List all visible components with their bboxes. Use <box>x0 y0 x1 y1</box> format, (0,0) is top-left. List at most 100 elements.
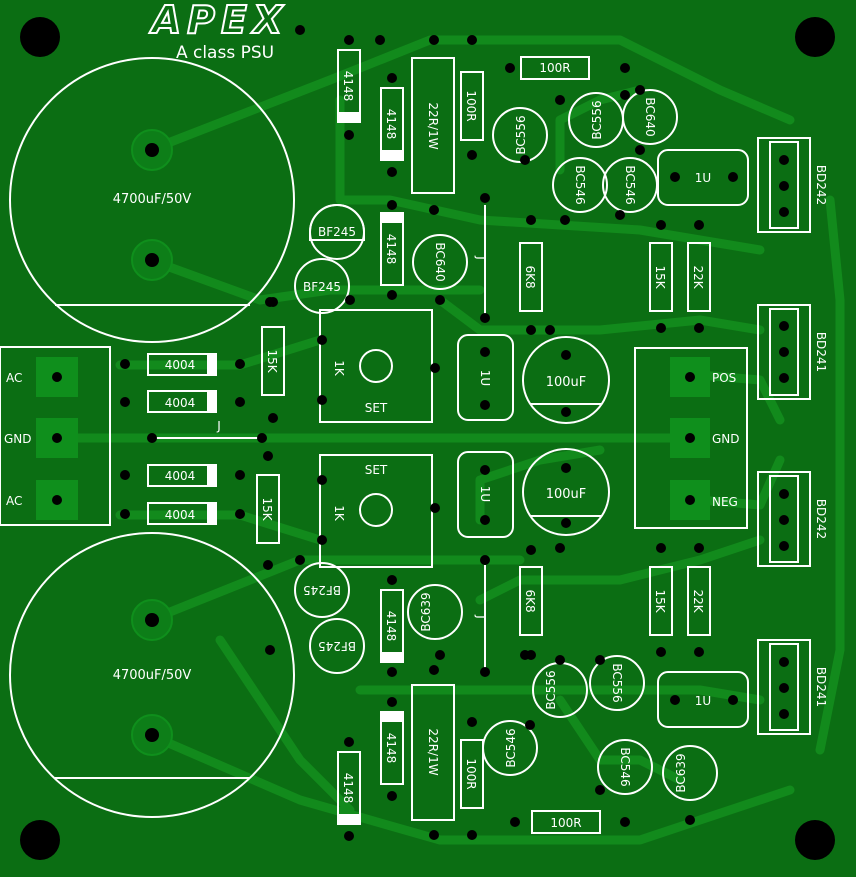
transistor-label: BC546 <box>618 747 632 786</box>
jumper-label: J <box>474 614 488 619</box>
film-capacitor: 1U <box>657 671 749 728</box>
transistor-bc556: BC556 <box>492 107 548 163</box>
resistor: 15K <box>649 543 673 657</box>
diode-label: 4004 <box>165 469 196 483</box>
output-terminal: POS GND NEG <box>634 347 748 529</box>
transistor-bc546: BC546 <box>602 157 658 213</box>
transistor-label: BC556 <box>610 663 624 702</box>
transistor-label: BC640 <box>433 242 447 281</box>
diode-label: 4148 <box>384 611 398 642</box>
jumper: J <box>474 193 490 323</box>
resistor: 6K8 <box>519 215 543 335</box>
resistor-label: 100R <box>550 816 581 830</box>
transistor-bf245: BF245 <box>294 258 350 314</box>
resistor-label: 6K8 <box>523 265 537 288</box>
resistor: 100R <box>505 56 630 80</box>
transistor-label: BF245 <box>318 639 356 653</box>
mounting-holes <box>20 17 835 860</box>
transistor-label: BC556 <box>514 115 528 154</box>
resistor-label: 15K <box>653 265 667 289</box>
large-capacitor-bottom: 4700uF/50V <box>9 532 295 818</box>
transistor-bf245: BF245 <box>309 618 365 674</box>
jumper: J <box>474 555 490 677</box>
power-transistor: BD242 <box>757 471 828 567</box>
power-transistor: BD241 <box>757 639 828 735</box>
resistor: 22K <box>687 543 711 657</box>
large-capacitor-top: 4700uF/50V <box>9 57 295 343</box>
film-capacitor: 1U <box>457 451 514 538</box>
diode-label: 4148 <box>341 71 355 102</box>
jumper-label: J <box>216 419 221 433</box>
transistor-bc639: BC639 <box>407 584 463 640</box>
diode: 4004 <box>120 353 245 376</box>
trimmer-value: 1K <box>332 505 346 522</box>
power-transistor: BD241 <box>757 304 828 400</box>
diode-label: 4004 <box>165 508 196 522</box>
transistor-label: BC639 <box>674 753 688 792</box>
resistor-label: 6K8 <box>523 589 537 612</box>
capacitor-label: 100uF <box>546 375 587 390</box>
signal-diode: 4148 <box>380 200 404 300</box>
transistor-bc640: BC640 <box>622 89 678 145</box>
brand-logo: APEX <box>149 0 289 42</box>
capacitor-label: 4700uF/50V <box>113 668 192 683</box>
transistor-bc556: BC556 <box>589 655 645 711</box>
capacitor-label: 1U <box>695 694 711 708</box>
diode: 4004 <box>120 502 245 525</box>
mounting-hole <box>795 820 835 860</box>
diode-label: 4004 <box>165 396 196 410</box>
trimmer: 1K SET <box>317 454 440 568</box>
resistor: 15K <box>256 451 280 570</box>
mounting-hole <box>795 17 835 57</box>
transistor-label: BD241 <box>814 332 828 372</box>
diode-label: 4148 <box>384 733 398 764</box>
transistor-bc546: BC546 <box>552 157 608 213</box>
capacitor-label: 100uF <box>546 487 587 502</box>
transistor-label: BD242 <box>814 165 828 205</box>
trimmer-label: SET <box>365 401 388 415</box>
power-resistor: 22R/1W <box>411 665 455 840</box>
diode-label: 4148 <box>341 773 355 804</box>
capacitor-label: 4700uF/50V <box>113 192 192 207</box>
terminal-label: AC <box>6 494 22 508</box>
transistor-label: BC640 <box>643 97 657 136</box>
resistor: 6K8 <box>519 545 543 660</box>
terminal-label: GND <box>4 432 32 446</box>
resistor-label: 22R/1W <box>426 102 440 149</box>
resistor-label: 22K <box>691 265 705 289</box>
power-resistor: 22R/1W <box>411 35 455 215</box>
transistor-bc546: BC546 <box>482 720 538 776</box>
trimmer: 1K SET <box>317 309 440 423</box>
resistor-label: 15K <box>653 589 667 613</box>
resistor: 15K <box>649 220 673 333</box>
mounting-hole <box>20 17 60 57</box>
vias <box>265 25 695 825</box>
transistor-label: BD241 <box>814 667 828 707</box>
terminal-label: NEG <box>712 495 738 509</box>
jumper: J <box>147 419 267 443</box>
transistor-label: BF245 <box>318 225 356 239</box>
transistor-label: BD242 <box>814 499 828 539</box>
transistor-bf245: BF245 <box>309 204 365 260</box>
transistor-label: BC546 <box>623 165 637 204</box>
resistor: 100R <box>460 35 484 160</box>
diode-label: 4148 <box>384 234 398 265</box>
resistor: 15K <box>261 297 285 423</box>
transistor-label: BC546 <box>504 728 518 767</box>
resistor-label: 22R/1W <box>426 728 440 775</box>
trimmer-label: SET <box>365 463 388 477</box>
signal-diode: 4148 <box>337 35 361 140</box>
transistor-bf245: BF245 <box>294 562 350 618</box>
terminal-label: GND <box>712 432 740 446</box>
signal-diode: 4148 <box>380 73 404 177</box>
transistor-label: BC556 <box>590 100 604 139</box>
diode-label: 4148 <box>384 109 398 140</box>
resistor: 100R <box>460 717 484 840</box>
diode: 4004 <box>120 464 245 487</box>
capacitor-label: 1U <box>478 370 492 386</box>
transistor-label: BF245 <box>303 583 341 597</box>
signal-diode: 4148 <box>380 575 404 677</box>
terminal-label: POS <box>712 371 736 385</box>
resistor: 22K <box>687 220 711 333</box>
